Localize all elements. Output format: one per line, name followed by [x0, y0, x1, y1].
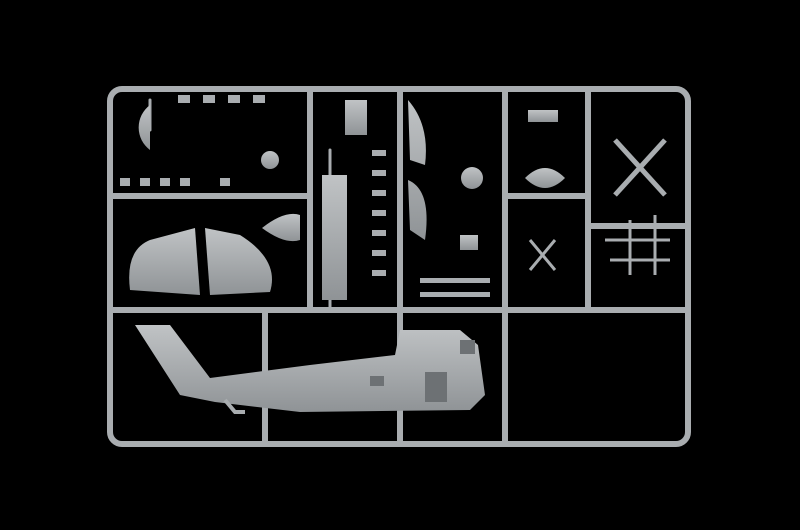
stacked-small-parts: [372, 150, 490, 297]
small-box-part: [460, 235, 478, 250]
top-plate-part: [528, 110, 558, 122]
dome-part: [138, 105, 150, 150]
bucket-part: [345, 100, 367, 135]
helicopter-fuselage: [135, 325, 485, 412]
round-part: [461, 167, 483, 189]
engine-cowling-right: [205, 228, 272, 295]
fuselage-windows: [370, 340, 475, 402]
rotor-blades-small: [613, 138, 667, 197]
landing-gear-parts: [528, 215, 670, 275]
engine-cowling-left: [129, 228, 200, 295]
canopy-halves: [408, 100, 427, 240]
tail-wheel: [223, 398, 245, 414]
long-panel: [322, 175, 347, 300]
nose-cone: [262, 213, 300, 242]
small-parts-top-left: [120, 95, 279, 186]
rotor-head: [525, 168, 565, 188]
